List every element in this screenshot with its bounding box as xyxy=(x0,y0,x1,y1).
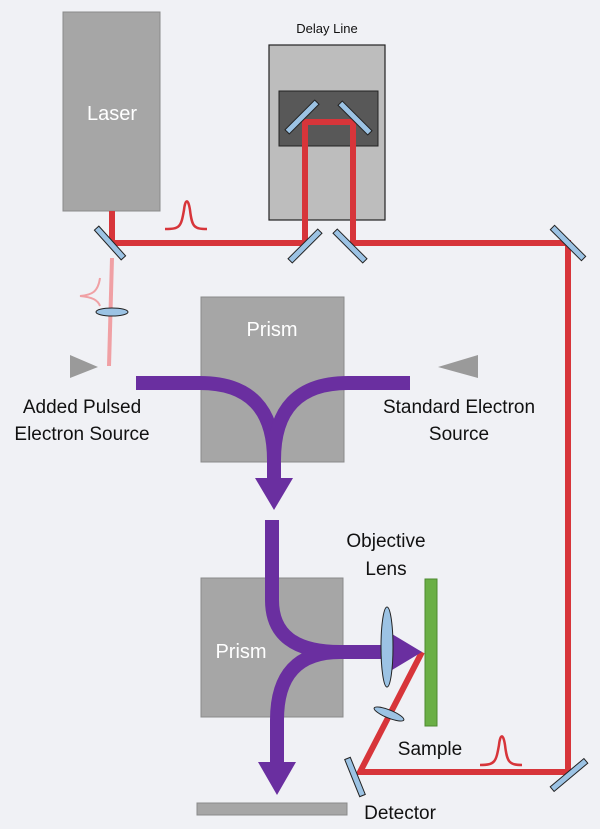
laser-box xyxy=(62,11,161,212)
added-source-label-2: Electron Source xyxy=(14,424,149,445)
objective-label-1: Objective xyxy=(346,531,425,552)
arrowhead-right xyxy=(392,634,422,670)
laser-label: Laser xyxy=(87,103,137,125)
delay-retro-mirror-left xyxy=(284,99,320,135)
detector xyxy=(196,802,348,816)
weak-pulse-icon xyxy=(79,277,101,307)
focusing-lens xyxy=(95,307,129,317)
detector-label: Detector xyxy=(364,803,436,824)
arrowhead-down-2 xyxy=(258,762,296,795)
prism-bottom-label: Prism xyxy=(215,641,266,663)
pulse-icon-bottom xyxy=(479,735,523,767)
laser-beam-path xyxy=(109,119,571,775)
standard-source-label-1: Standard Electron xyxy=(383,397,535,418)
electron-beam-to-detector xyxy=(270,645,341,765)
arrowhead-down-1 xyxy=(255,478,293,510)
objective-lens xyxy=(380,606,394,688)
standard-source-label-2: Source xyxy=(429,424,489,445)
beam-splitter-mirror xyxy=(93,225,127,261)
prism-top-label: Prism xyxy=(246,319,297,341)
standard-electron-source-icon xyxy=(438,355,478,378)
sample-label: Sample xyxy=(398,739,462,760)
corner-mirror-bottom-left xyxy=(344,756,366,798)
sample xyxy=(424,578,438,727)
added-electron-source-icon xyxy=(70,355,98,378)
objective-label-2: Lens xyxy=(365,559,406,580)
delay-stage xyxy=(278,90,379,147)
electron-beam-top-right xyxy=(267,376,410,461)
delay-mirror-in xyxy=(287,228,323,264)
delay-retro-mirror-right xyxy=(337,100,373,136)
small-lens xyxy=(373,706,405,722)
added-source-label-1: Added Pulsed xyxy=(23,397,141,418)
delay-line-label: Delay Line xyxy=(296,21,357,36)
pulse-icon-top xyxy=(164,200,208,231)
corner-mirror-bottom-right xyxy=(549,757,589,793)
delay-mirror-out xyxy=(332,228,368,264)
corner-mirror-top-right xyxy=(549,224,587,262)
mirrors xyxy=(93,99,589,798)
